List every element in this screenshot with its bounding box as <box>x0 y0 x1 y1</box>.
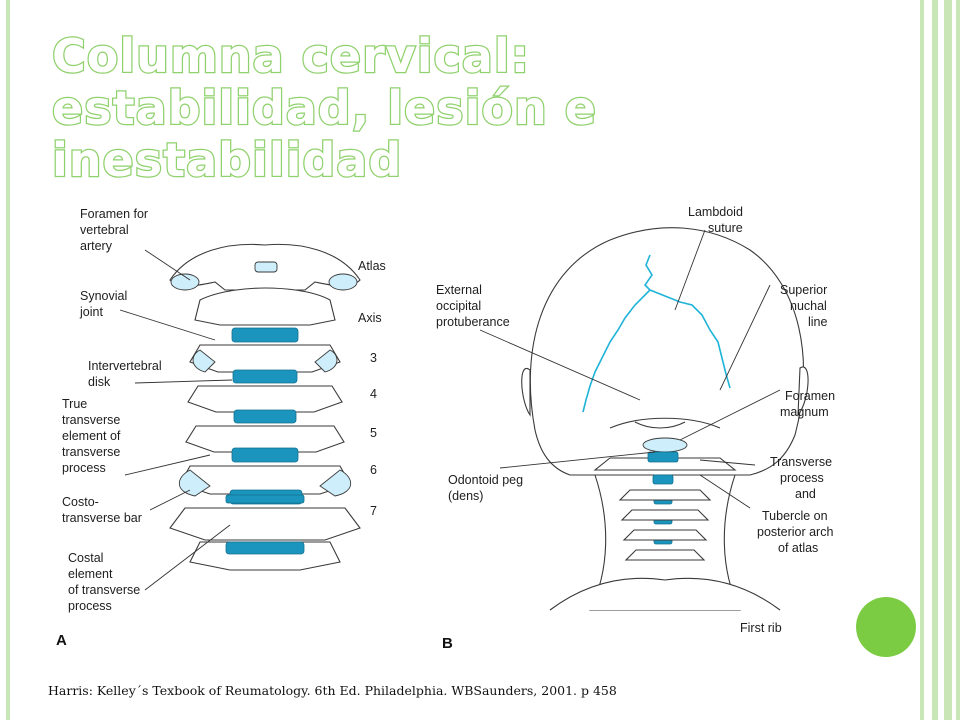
label-level-4: 4 <box>370 387 377 401</box>
label-odontoid-peg: Odontoid peg (dens) <box>448 473 527 503</box>
panel-label-b: B <box>442 635 453 652</box>
label-foramen-magnum: Foramen magnum <box>780 389 839 419</box>
panel-b-leaders <box>479 229 781 509</box>
label-costo-transverse-bar: Costo- transverse bar <box>62 495 142 525</box>
panel-label-a: A <box>56 632 67 649</box>
slide-border-right <box>918 0 960 720</box>
label-level-6: 6 <box>370 463 377 477</box>
citation-text: Harris: Kelley´s Texbook of Reumatology.… <box>48 683 617 698</box>
title-line-1: Columna cervical: <box>51 29 531 84</box>
slide-title: Columna cervical: estabilidad, lesión e … <box>51 29 960 188</box>
label-costal-element: Costal element of transverse process <box>68 551 144 613</box>
panel-b-labels: Lambdoid suture External occipital protu… <box>436 205 839 652</box>
label-level-3: 3 <box>370 351 377 365</box>
panel-a-leaders <box>119 249 233 591</box>
decorative-green-circle <box>856 597 916 657</box>
label-axis: Axis <box>358 311 382 325</box>
label-synovial-joint: Synovial joint <box>79 289 131 319</box>
label-level-5: 5 <box>370 426 377 440</box>
panel-a-labels: Foramen for vertebral artery Synovial jo… <box>56 207 386 649</box>
label-level-7: 7 <box>370 504 377 518</box>
label-external-occipital: External occipital protuberance <box>436 283 510 329</box>
label-intervertebral-disk: Intervertebral disk <box>88 359 165 389</box>
panel-b-skull <box>521 227 809 611</box>
label-foramen-vertebral-artery: Foramen for vertebral artery <box>80 207 152 253</box>
label-true-transverse-element: True transverse element of transverse pr… <box>62 397 124 475</box>
label-lambdoid-suture: Lambdoid suture <box>688 205 746 235</box>
anatomy-diagram: .bone { fill:#ffffff; stroke:#3a3a3a; st… <box>56 205 839 652</box>
label-superior-nuchal-line: Superior nuchal line <box>780 283 831 329</box>
title-line-2: estabilidad, lesión e inestabilidad <box>51 81 597 188</box>
slide-border-left <box>6 0 10 720</box>
label-atlas: Atlas <box>358 259 386 273</box>
label-transverse-process-tubercle: Transverse process and Tubercle on poste… <box>757 455 837 555</box>
panel-a-spine <box>169 243 361 571</box>
label-first-rib: First rib <box>740 621 782 635</box>
